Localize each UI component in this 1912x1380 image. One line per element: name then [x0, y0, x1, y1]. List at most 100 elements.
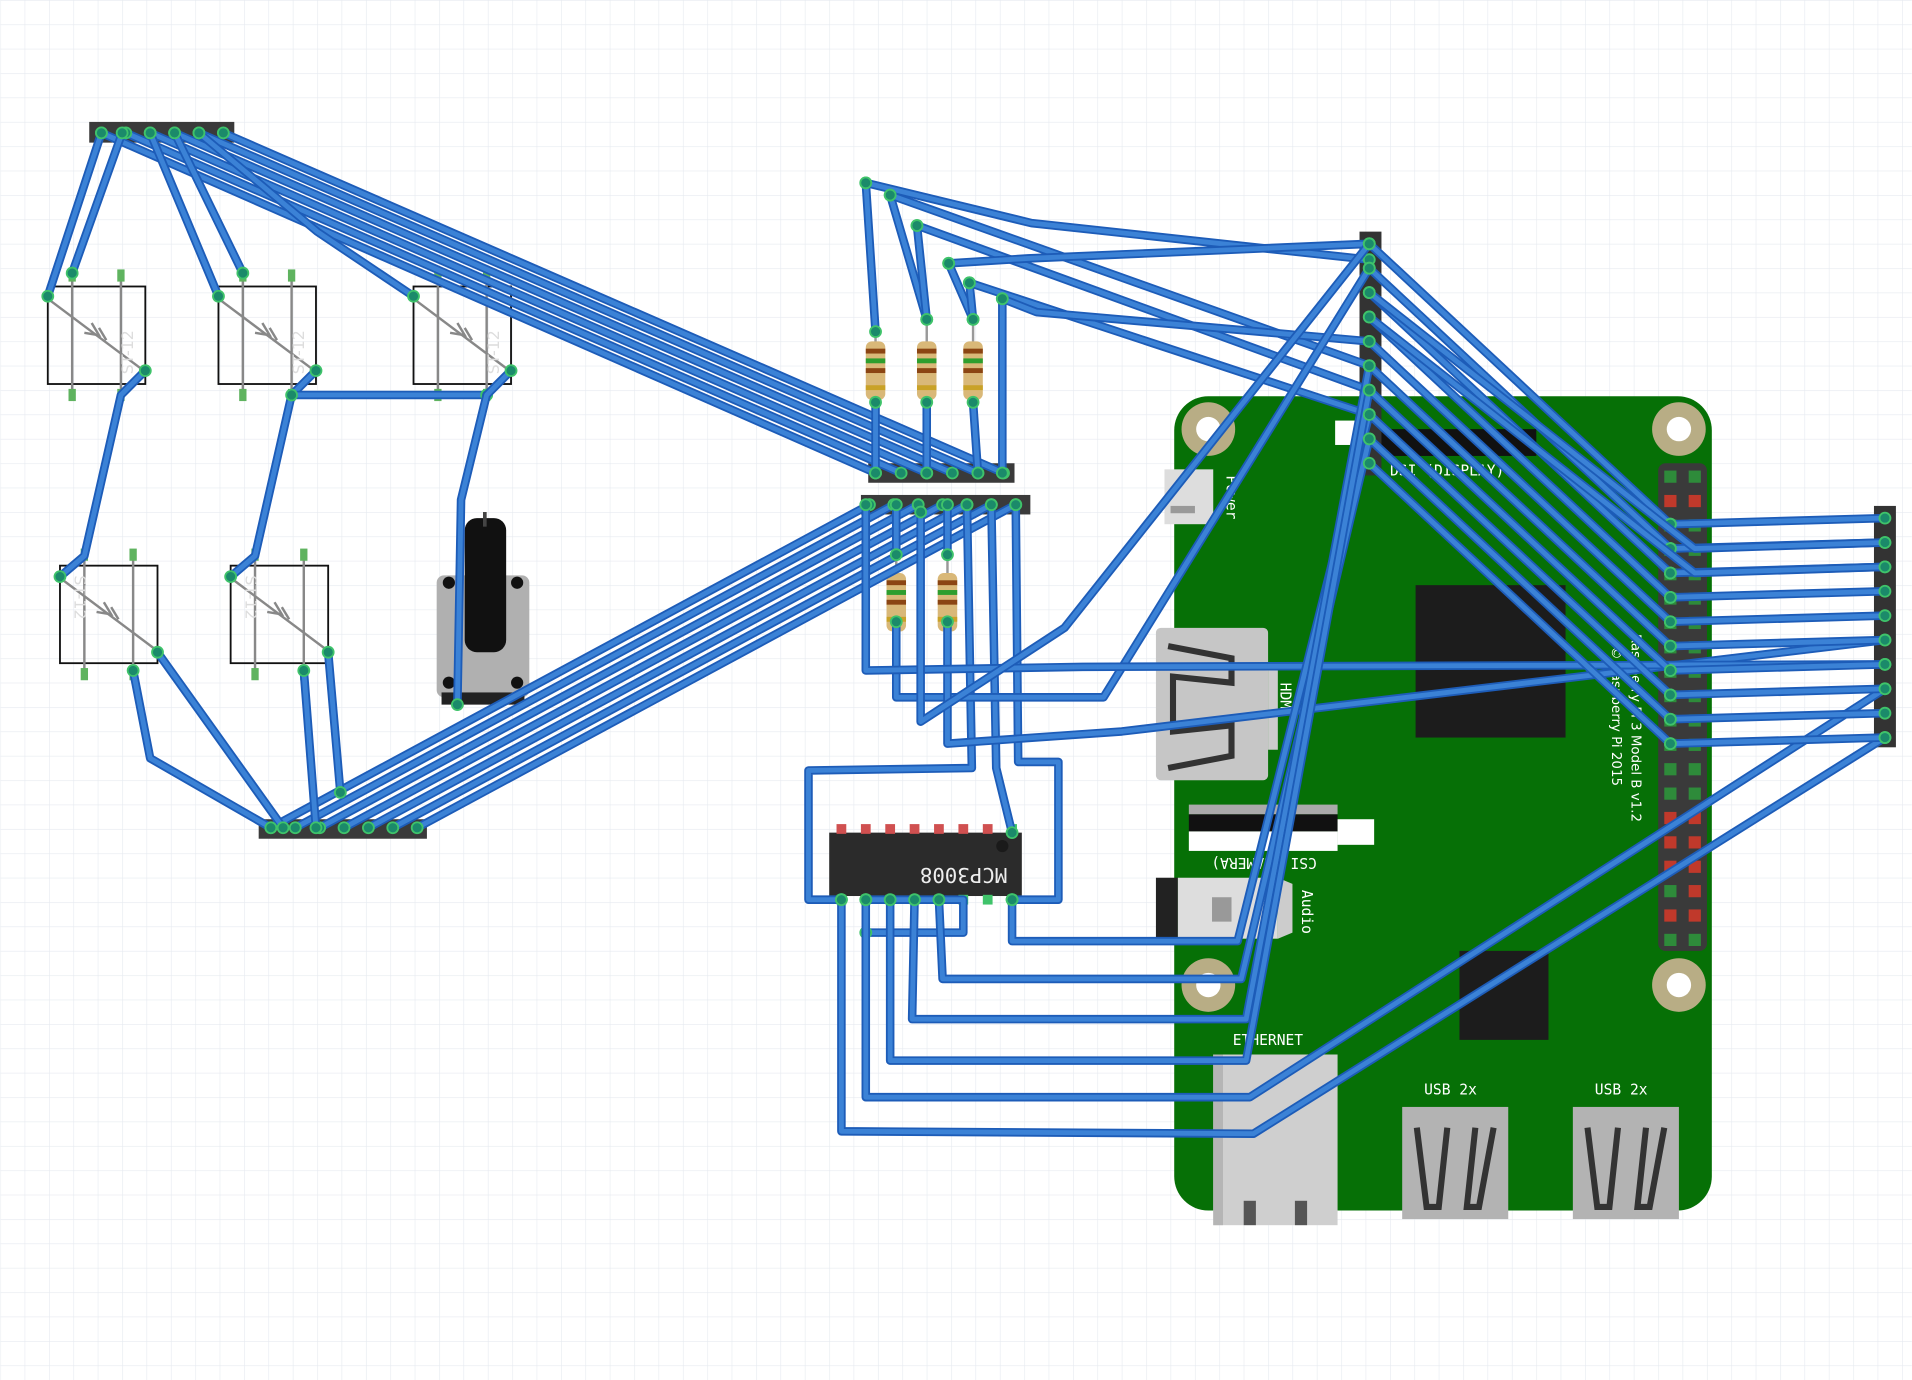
wire-endpoint[interactable] — [192, 126, 206, 140]
gpio-pin[interactable] — [1688, 909, 1701, 922]
wire-endpoint[interactable] — [309, 821, 323, 835]
wire-endpoint[interactable] — [1362, 432, 1376, 446]
wire-endpoint[interactable] — [883, 893, 897, 907]
wire[interactable] — [1362, 334, 1677, 629]
wire-endpoint[interactable] — [65, 266, 79, 280]
wire-endpoint[interactable] — [942, 256, 956, 270]
chip-pin[interactable] — [934, 824, 944, 834]
wire-endpoint[interactable] — [1663, 639, 1677, 653]
wire[interactable] — [321, 645, 347, 799]
wire-endpoint[interactable] — [1663, 737, 1677, 751]
gpio-pin[interactable] — [1688, 836, 1701, 849]
wire-endpoint[interactable] — [1663, 664, 1677, 677]
wire-endpoint[interactable] — [1878, 560, 1892, 574]
wire-endpoint[interactable] — [1878, 706, 1892, 720]
wire-endpoint[interactable] — [276, 821, 290, 835]
wire-endpoint[interactable] — [889, 498, 903, 512]
gpio-pin[interactable] — [1664, 494, 1677, 508]
usb-port-1[interactable]: USB 2x — [1402, 1082, 1509, 1220]
wire-endpoint[interactable] — [1362, 310, 1376, 324]
wire-endpoint[interactable] — [941, 548, 954, 562]
gpio-pin[interactable] — [1688, 763, 1701, 776]
wire-endpoint[interactable] — [168, 126, 181, 140]
wire-endpoint[interactable] — [1878, 511, 1892, 525]
gpio-pin[interactable] — [1664, 787, 1677, 800]
chip-pin[interactable] — [982, 824, 993, 834]
wire-endpoint[interactable] — [1362, 237, 1376, 251]
wire-endpoint[interactable] — [1878, 584, 1892, 598]
wire-endpoint[interactable] — [212, 289, 225, 303]
wire[interactable] — [995, 292, 1376, 348]
chip-pin[interactable] — [958, 824, 969, 834]
wire-endpoint[interactable] — [869, 466, 882, 480]
wire[interactable] — [1362, 456, 1677, 751]
wire-endpoint[interactable] — [1362, 286, 1376, 299]
wire-endpoint[interactable] — [908, 893, 921, 907]
wire[interactable] — [151, 645, 290, 835]
wire[interactable] — [126, 664, 278, 835]
wire-endpoint[interactable] — [941, 498, 954, 512]
wire[interactable] — [41, 126, 108, 303]
wire[interactable] — [1362, 286, 1892, 553]
wire-endpoint[interactable] — [143, 126, 157, 140]
wire[interactable] — [995, 292, 1009, 480]
wire-endpoint[interactable] — [1362, 456, 1376, 470]
wire-endpoint[interactable] — [1362, 359, 1376, 373]
wire-endpoint[interactable] — [1663, 615, 1677, 629]
raspberry-pi-board[interactable]: DSI (DISPLAY) Power HDMI CSI (CAMERA) Au… — [1155, 396, 1712, 1226]
wire[interactable] — [984, 498, 1019, 840]
wire-endpoint[interactable] — [894, 466, 908, 480]
potentiometer-knob[interactable] — [464, 518, 507, 653]
wire[interactable] — [285, 388, 494, 402]
wire-endpoint[interactable] — [1362, 261, 1376, 275]
wire-endpoint[interactable] — [995, 292, 1009, 306]
wire-endpoint[interactable] — [224, 570, 238, 584]
resistor[interactable] — [963, 319, 983, 417]
wire-endpoint[interactable] — [960, 498, 974, 512]
wire-endpoint[interactable] — [337, 821, 351, 835]
wire-endpoint[interactable] — [1362, 383, 1376, 397]
wire-endpoint[interactable] — [1005, 826, 1019, 840]
wire-endpoint[interactable] — [835, 893, 848, 907]
wire-endpoint[interactable] — [1663, 566, 1677, 580]
tilt-switch[interactable]: ST-12 — [46, 269, 147, 402]
wire-endpoint[interactable] — [126, 664, 140, 677]
wire[interactable] — [53, 364, 152, 584]
wire-endpoint[interactable] — [41, 289, 55, 303]
wire-endpoint[interactable] — [883, 188, 897, 202]
wire[interactable] — [920, 395, 934, 480]
chip-pin[interactable] — [860, 824, 871, 834]
wire-endpoint[interactable] — [869, 395, 882, 409]
wire-endpoint[interactable] — [859, 893, 873, 907]
wire[interactable] — [883, 383, 1376, 1065]
wire-endpoint[interactable] — [1663, 590, 1677, 604]
chip-pin[interactable] — [885, 824, 896, 834]
wire-endpoint[interactable] — [859, 176, 873, 190]
wire-endpoint[interactable] — [1362, 408, 1376, 421]
wire-endpoint[interactable] — [1009, 498, 1023, 512]
chip-pin[interactable] — [982, 894, 993, 905]
wire-endpoint[interactable] — [1878, 609, 1892, 623]
wire-endpoint[interactable] — [1663, 688, 1677, 702]
wire-endpoint[interactable] — [971, 466, 985, 480]
wire-endpoint[interactable] — [264, 821, 278, 835]
wire-endpoint[interactable] — [984, 498, 998, 512]
wire-endpoint[interactable] — [115, 126, 129, 140]
wire[interactable] — [1663, 657, 1892, 677]
wire[interactable] — [1362, 383, 1677, 677]
wire-endpoint[interactable] — [333, 786, 347, 799]
gpio-pin[interactable] — [1664, 933, 1677, 947]
wire-endpoint[interactable] — [236, 266, 250, 280]
gpio-pin[interactable] — [1688, 933, 1701, 947]
wire[interactable] — [1362, 310, 1892, 578]
gpio-pin[interactable] — [1664, 836, 1677, 849]
wire-endpoint[interactable] — [920, 466, 934, 480]
wire-endpoint[interactable] — [966, 312, 980, 326]
wire-endpoint[interactable] — [297, 664, 311, 677]
wire[interactable] — [143, 126, 225, 303]
wire-endpoint[interactable] — [288, 821, 302, 835]
wire-endpoint[interactable] — [1005, 893, 1019, 907]
wire[interactable] — [168, 126, 250, 280]
wire-endpoint[interactable] — [914, 505, 928, 519]
wire-endpoint[interactable] — [151, 645, 164, 659]
